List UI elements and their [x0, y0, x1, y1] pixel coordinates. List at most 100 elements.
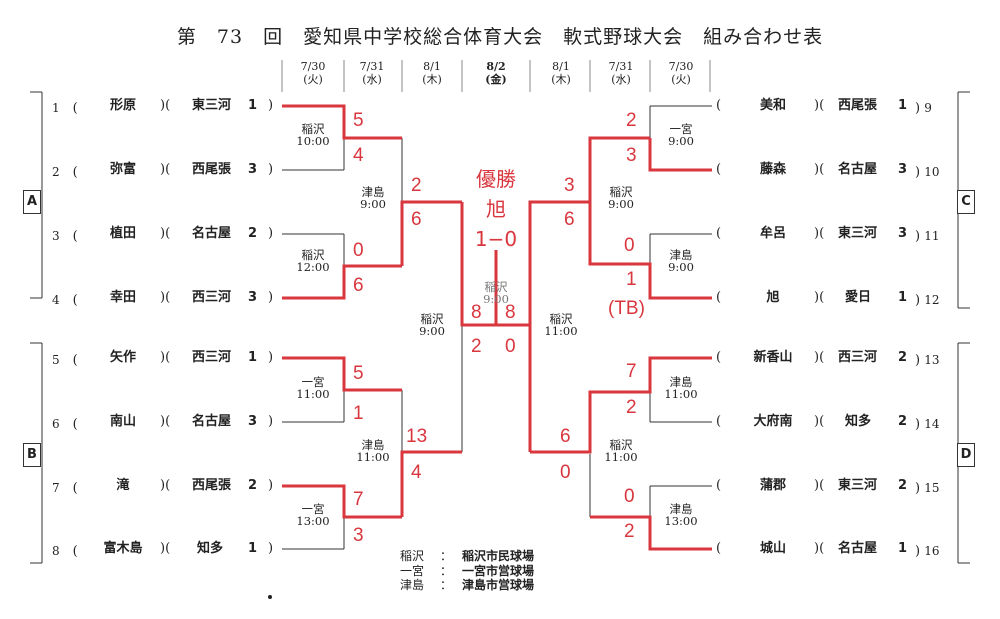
team-number: 12	[924, 293, 940, 307]
team-rank: 3	[248, 162, 258, 177]
team-name: 新香山	[753, 350, 793, 365]
paren-sep: )(	[814, 350, 825, 365]
score: 0	[624, 486, 635, 507]
legend-abbr: 稲沢	[400, 549, 425, 563]
team-region: 西尾張	[192, 478, 232, 493]
venue-time: 11:00	[664, 386, 698, 401]
team-row: 4 (	[52, 291, 78, 307]
team-region: 東三河	[192, 98, 232, 113]
team-row: ) 15	[915, 479, 940, 495]
paren-sep: )(	[160, 478, 171, 493]
paren-open: (	[59, 481, 78, 496]
paren-close: )	[268, 414, 274, 429]
team-rank: 3	[898, 226, 908, 241]
venue-time: 9:00	[608, 196, 634, 211]
team-number: 5	[52, 353, 60, 367]
venue-name: 稲沢	[301, 122, 325, 136]
team-number: 9	[924, 101, 932, 115]
paren-close: )	[915, 293, 925, 308]
team-region: 西尾張	[838, 98, 878, 113]
date-text: 8/2	[486, 60, 506, 73]
paren-close: )	[915, 417, 925, 432]
team-name: 矢作	[109, 350, 136, 365]
legend-name: 一宮市営球場	[462, 564, 535, 578]
team-rank: 2	[248, 478, 258, 493]
paren-close: )	[268, 226, 274, 241]
legend-sep: ：	[440, 564, 453, 578]
team-row: 3 (	[52, 227, 78, 243]
team-rank: 3	[248, 414, 258, 429]
paren-open: (	[716, 478, 722, 493]
team-region: 西三河	[192, 290, 232, 305]
winner-lines	[282, 104, 712, 551]
team-name: 形原	[109, 98, 136, 113]
date-text: 7/30	[668, 60, 694, 73]
team-row: ) 9	[915, 99, 932, 115]
team-rank: 3	[248, 290, 258, 305]
paren-open: (	[59, 229, 78, 244]
grey-lines	[30, 60, 970, 564]
team-rank: 1	[898, 541, 908, 556]
team-region: 名古屋	[192, 226, 232, 241]
paren-open: (	[716, 541, 722, 556]
day-text: (火)	[671, 72, 691, 86]
paren-open: (	[59, 417, 78, 432]
team-region: 東三河	[838, 226, 878, 241]
team-region: 知多	[845, 414, 872, 429]
team-row: ) 10	[915, 163, 940, 179]
score: 6	[353, 275, 364, 296]
date-text: 8/1	[423, 60, 441, 73]
paren-sep: )(	[814, 98, 825, 113]
venue-name: 一宮	[301, 502, 325, 516]
paren-open: (	[59, 165, 78, 180]
team-rank: 3	[898, 162, 908, 177]
legend-sep: ：	[440, 578, 453, 592]
paren-close: )	[915, 165, 925, 180]
legend-name: 津島市営球場	[462, 578, 535, 592]
score: 8	[471, 302, 482, 323]
team-row: 7 (	[52, 479, 78, 495]
score: 2	[624, 521, 635, 542]
day-text: (金)	[485, 72, 507, 86]
score: 4	[353, 145, 364, 166]
venue-time: 13:00	[664, 513, 698, 528]
paren-open: (	[59, 544, 78, 559]
venue-name: 稲沢	[420, 312, 444, 326]
team-rank: 2	[248, 226, 258, 241]
date-header-6: 7/31(水)	[594, 60, 648, 86]
team-name: 旭	[766, 290, 780, 305]
team-rank: 1	[248, 350, 258, 365]
team-row: ) 11	[915, 227, 940, 243]
paren-open: (	[716, 226, 722, 241]
team-number: 14	[924, 417, 940, 431]
paren-close: )	[915, 229, 925, 244]
team-name: 植田	[109, 226, 136, 241]
team-number: 10	[924, 165, 940, 179]
score: 3	[353, 525, 364, 546]
day-text: (水)	[362, 72, 382, 86]
score: 8	[505, 302, 516, 323]
paren-open: (	[716, 290, 722, 305]
team-number: 16	[924, 544, 940, 558]
paren-sep: )(	[160, 162, 171, 177]
team-rank: 1	[898, 98, 908, 113]
venue-name: 稲沢	[549, 312, 573, 326]
venue-name: 稲沢	[609, 438, 633, 452]
team-name: 南山	[109, 414, 136, 429]
team-rank: 1	[248, 98, 258, 113]
team-number: 11	[924, 229, 940, 243]
paren-close: )	[915, 353, 925, 368]
score-note: (TB)	[608, 298, 645, 319]
paren-sep: )(	[160, 541, 171, 556]
date-text: 7/31	[608, 60, 634, 73]
score: 7	[626, 361, 637, 382]
score: 5	[353, 363, 364, 384]
date-text: 7/31	[359, 60, 385, 73]
paren-open: (	[716, 162, 722, 177]
venue-time: 9:00	[668, 259, 694, 274]
paren-open: (	[716, 350, 722, 365]
venue-name: 稲沢	[609, 185, 633, 199]
venue-time: 11:00	[296, 386, 330, 401]
